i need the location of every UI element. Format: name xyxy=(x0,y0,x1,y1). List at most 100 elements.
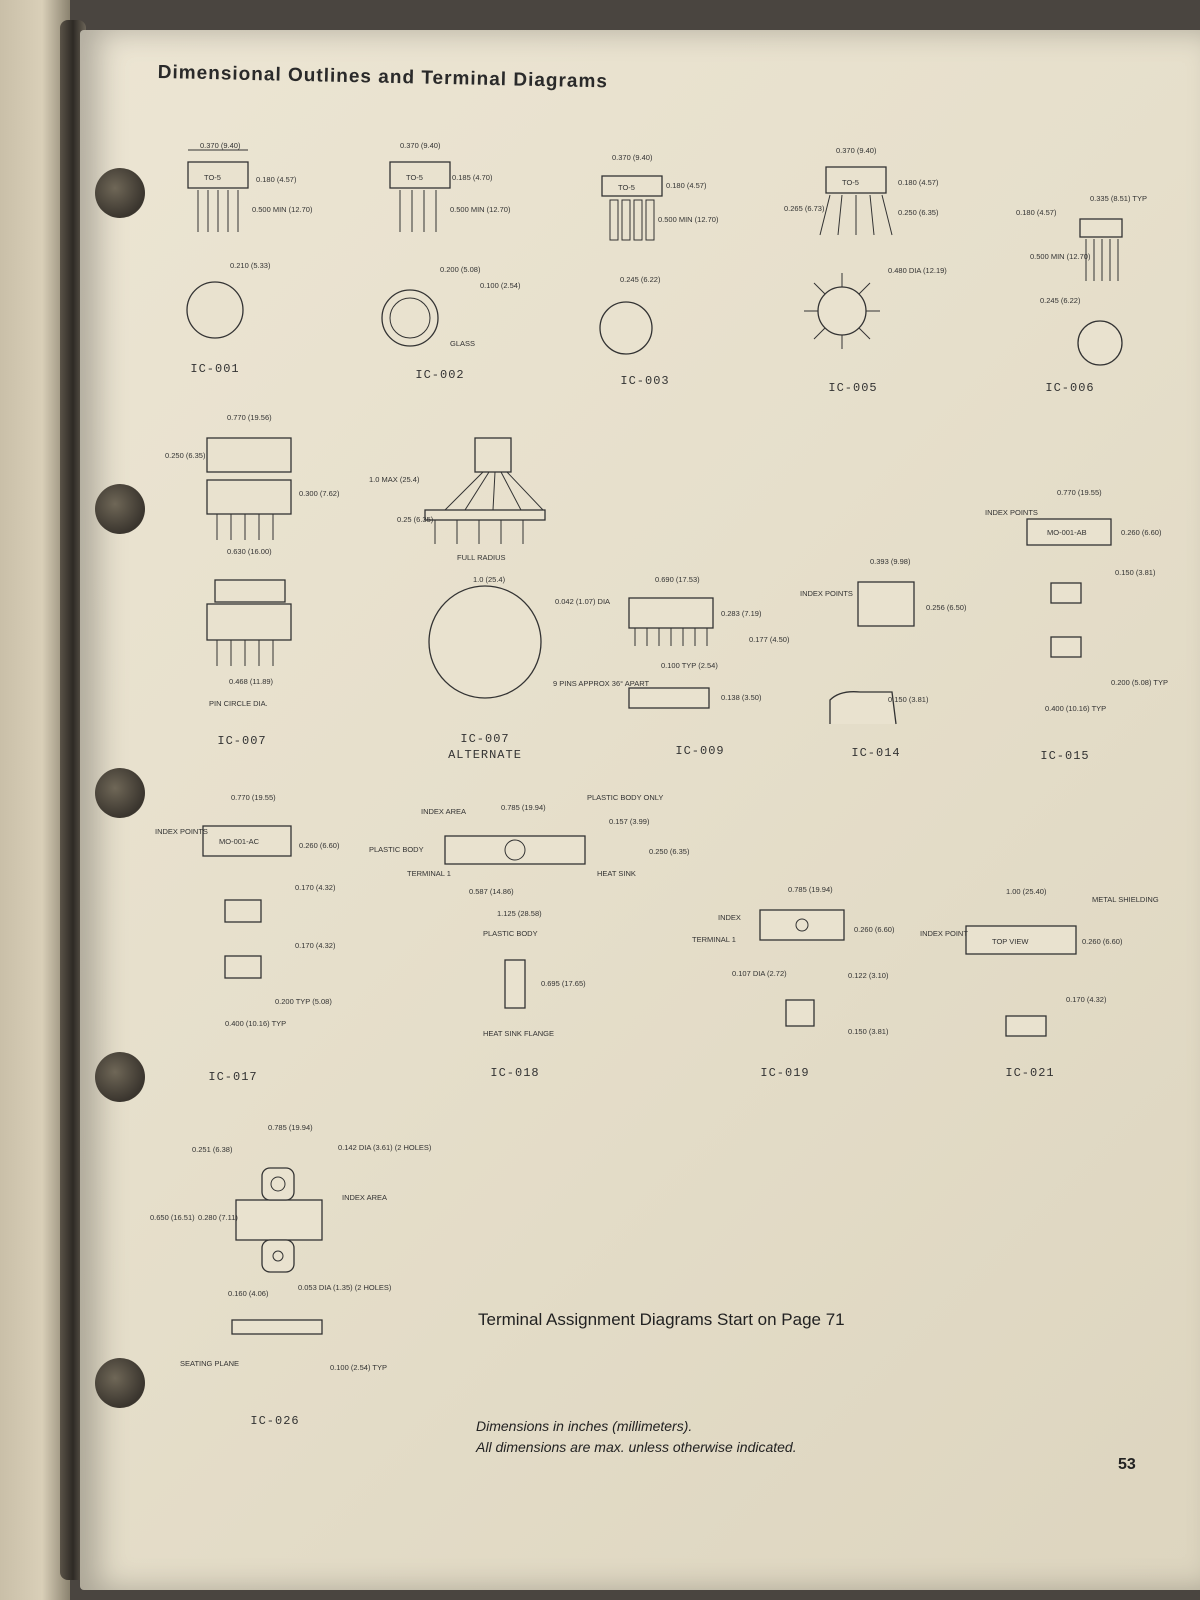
svg-text:0.180 (4.57): 0.180 (4.57) xyxy=(898,178,939,187)
svg-text:0.042 (1.07) DIA: 0.042 (1.07) DIA xyxy=(555,597,610,606)
svg-text:0.260 (6.60): 0.260 (6.60) xyxy=(1121,528,1162,537)
svg-text:0.200 (5.08) TYP: 0.200 (5.08) TYP xyxy=(1111,678,1168,687)
svg-text:1.00 (25.40): 1.00 (25.40) xyxy=(1006,887,1047,896)
svg-text:9 PINS APPROX 36° APART: 9 PINS APPROX 36° APART xyxy=(553,679,650,688)
dimension-note-line-1: Dimensions in inches (millimeters). xyxy=(476,1418,693,1434)
svg-text:0.587 (14.86): 0.587 (14.86) xyxy=(469,887,514,896)
svg-text:INDEX POINTS: INDEX POINTS xyxy=(985,508,1038,517)
svg-text:0.180 (4.57): 0.180 (4.57) xyxy=(1016,208,1057,217)
package-label: IC-026 xyxy=(250,1414,300,1428)
svg-text:0.770 (19.55): 0.770 (19.55) xyxy=(1057,488,1102,497)
svg-text:0.785 (19.94): 0.785 (19.94) xyxy=(268,1123,313,1132)
svg-text:0.630 (16.00): 0.630 (16.00) xyxy=(227,547,272,556)
svg-text:0.122 (3.10): 0.122 (3.10) xyxy=(848,971,889,980)
svg-text:TOP VIEW: TOP VIEW xyxy=(992,937,1029,946)
svg-text:0.370 (9.40): 0.370 (9.40) xyxy=(836,146,877,155)
svg-text:0.210 (5.33): 0.210 (5.33) xyxy=(230,261,271,270)
svg-text:HEAT SINK: HEAT SINK xyxy=(597,869,636,878)
svg-text:0.150 (3.81): 0.150 (3.81) xyxy=(888,695,929,704)
svg-text:0.500 MIN (12.70): 0.500 MIN (12.70) xyxy=(658,215,719,224)
svg-text:0.053 DIA (1.35) (2 HOLES): 0.053 DIA (1.35) (2 HOLES) xyxy=(298,1283,392,1292)
package-label: IC-002 xyxy=(415,368,465,382)
svg-text:SEATING PLANE: SEATING PLANE xyxy=(180,1359,239,1368)
svg-text:FULL RADIUS: FULL RADIUS xyxy=(457,553,505,562)
svg-text:INDEX POINTS: INDEX POINTS xyxy=(155,827,208,836)
svg-text:PLASTIC BODY: PLASTIC BODY xyxy=(369,845,424,854)
package-label: IC-007 xyxy=(217,734,267,748)
svg-text:0.250 (6.35): 0.250 (6.35) xyxy=(165,451,206,460)
svg-text:TO-5: TO-5 xyxy=(204,173,221,182)
svg-text:0.170 (4.32): 0.170 (4.32) xyxy=(295,941,336,950)
svg-text:0.283 (7.19): 0.283 (7.19) xyxy=(721,609,762,618)
svg-text:0.468 (11.89): 0.468 (11.89) xyxy=(229,677,274,686)
svg-text:0.245 (6.22): 0.245 (6.22) xyxy=(620,275,661,284)
svg-text:0.100 (2.54): 0.100 (2.54) xyxy=(480,281,521,290)
svg-text:0.300 (7.62): 0.300 (7.62) xyxy=(299,489,340,498)
svg-text:0.157 (3.99): 0.157 (3.99) xyxy=(609,817,650,826)
package-label: IC-018 xyxy=(490,1066,540,1080)
svg-text:0.500 MIN (12.70): 0.500 MIN (12.70) xyxy=(450,205,511,214)
svg-text:INDEX POINT: INDEX POINT xyxy=(920,929,968,938)
svg-text:0.180 (4.57): 0.180 (4.57) xyxy=(256,175,297,184)
svg-text:0.770 (19.55): 0.770 (19.55) xyxy=(231,793,276,802)
svg-text:1.0 MAX (25.4): 1.0 MAX (25.4) xyxy=(369,475,420,484)
svg-text:0.180 (4.57): 0.180 (4.57) xyxy=(666,181,707,190)
svg-text:0.150 (3.81): 0.150 (3.81) xyxy=(1115,568,1156,577)
svg-text:HEAT SINK FLANGE: HEAT SINK FLANGE xyxy=(483,1029,554,1038)
svg-text:TERMINAL 1: TERMINAL 1 xyxy=(692,935,736,944)
page-number: 53 xyxy=(1118,1456,1136,1473)
svg-text:0.785 (19.94): 0.785 (19.94) xyxy=(788,885,833,894)
svg-text:INDEX POINTS: INDEX POINTS xyxy=(800,589,853,598)
svg-text:0.370 (9.40): 0.370 (9.40) xyxy=(400,141,441,150)
svg-text:0.650 (16.51): 0.650 (16.51) xyxy=(150,1213,195,1222)
svg-text:0.170 (4.32): 0.170 (4.32) xyxy=(295,883,336,892)
package-label: IC-014 xyxy=(851,746,901,760)
package-label: IC-007 xyxy=(460,732,510,746)
svg-text:0.142 DIA (3.61) (2 HOLES): 0.142 DIA (3.61) (2 HOLES) xyxy=(338,1143,432,1152)
svg-text:INDEX AREA: INDEX AREA xyxy=(342,1193,387,1202)
svg-text:0.185 (4.70): 0.185 (4.70) xyxy=(452,173,493,182)
svg-text:1.125 (28.58): 1.125 (28.58) xyxy=(497,909,542,918)
svg-text:0.250 (6.35): 0.250 (6.35) xyxy=(898,208,939,217)
svg-text:0.785 (19.94): 0.785 (19.94) xyxy=(501,803,546,812)
svg-text:0.400 (10.16) TYP: 0.400 (10.16) TYP xyxy=(1045,704,1106,713)
svg-text:METAL SHIELDING: METAL SHIELDING xyxy=(1092,895,1159,904)
svg-text:0.200 TYP (5.08): 0.200 TYP (5.08) xyxy=(275,997,332,1006)
svg-text:0.770 (19.56): 0.770 (19.56) xyxy=(227,413,272,422)
svg-text:0.500 MIN (12.70): 0.500 MIN (12.70) xyxy=(252,205,313,214)
svg-text:0.400 (10.16) TYP: 0.400 (10.16) TYP xyxy=(225,1019,286,1028)
svg-text:0.200 (5.08): 0.200 (5.08) xyxy=(440,265,481,274)
package-label: IC-006 xyxy=(1045,381,1095,395)
svg-text:0.280 (7.11): 0.280 (7.11) xyxy=(198,1213,238,1222)
binder-hole xyxy=(95,768,145,818)
package-label: IC-001 xyxy=(190,362,240,376)
package-label: IC-005 xyxy=(828,381,878,395)
svg-text:0.500 MIN (12.70): 0.500 MIN (12.70) xyxy=(1030,252,1091,261)
svg-text:1.0 (25.4): 1.0 (25.4) xyxy=(473,575,506,584)
svg-text:0.695 (17.65): 0.695 (17.65) xyxy=(541,979,586,988)
dimension-note-line-2: All dimensions are max. unless otherwise… xyxy=(476,1439,797,1455)
package-sublabel: ALTERNATE xyxy=(448,748,522,762)
svg-text:INDEX AREA: INDEX AREA xyxy=(421,807,466,816)
svg-text:0.138 (3.50): 0.138 (3.50) xyxy=(721,693,762,702)
svg-text:MO-001-AC: MO-001-AC xyxy=(219,837,260,846)
svg-text:0.25 (6.35): 0.25 (6.35) xyxy=(397,515,434,524)
svg-text:INDEX: INDEX xyxy=(718,913,741,922)
svg-text:0.100 TYP (2.54): 0.100 TYP (2.54) xyxy=(661,661,718,670)
svg-text:0.370 (9.40): 0.370 (9.40) xyxy=(200,141,241,150)
svg-text:0.690 (17.53): 0.690 (17.53) xyxy=(655,575,700,584)
svg-text:TO-5: TO-5 xyxy=(842,178,859,187)
svg-text:0.260 (6.60): 0.260 (6.60) xyxy=(854,925,895,934)
package-label: IC-009 xyxy=(675,744,725,758)
package-label: IC-017 xyxy=(208,1070,258,1084)
svg-text:TO-5: TO-5 xyxy=(618,183,635,192)
svg-text:0.335 (8.51) TYP: 0.335 (8.51) TYP xyxy=(1090,194,1147,203)
svg-text:0.160 (4.06): 0.160 (4.06) xyxy=(228,1289,269,1298)
svg-text:0.480 DIA (12.19): 0.480 DIA (12.19) xyxy=(888,266,947,275)
svg-text:TO-5: TO-5 xyxy=(406,173,423,182)
package-label: IC-015 xyxy=(1040,749,1090,763)
binder-hole xyxy=(95,1358,145,1408)
svg-text:0.245 (6.22): 0.245 (6.22) xyxy=(1040,296,1081,305)
terminal-assignment-note: Terminal Assignment Diagrams Start on Pa… xyxy=(478,1310,845,1329)
svg-text:0.393 (9.98): 0.393 (9.98) xyxy=(870,557,911,566)
